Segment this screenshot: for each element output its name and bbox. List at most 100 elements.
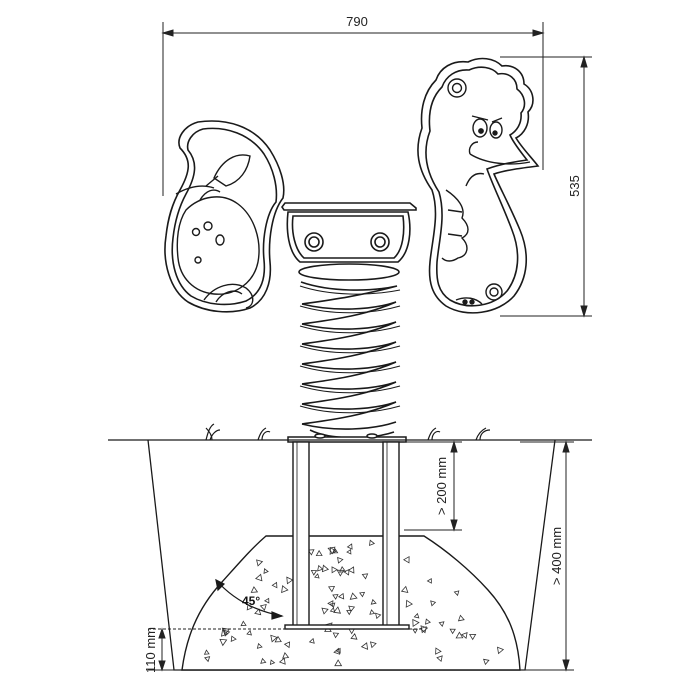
aggregate-stone <box>426 577 432 584</box>
aggregate-stone <box>282 651 290 659</box>
anchor-depth-dimension <box>404 440 462 532</box>
aggregate-stone <box>230 635 237 643</box>
base-thickness-label: 110 mm <box>143 627 158 673</box>
width-label: 790 <box>346 14 368 29</box>
aggregate-stone <box>286 576 294 585</box>
aggregate-stone <box>204 656 211 663</box>
aggregate-stone <box>343 568 350 576</box>
aggregate-stone <box>246 629 252 636</box>
aggregate-stone <box>469 633 477 641</box>
aggregate-stone <box>360 642 369 650</box>
aggregate-stone <box>271 581 278 589</box>
aggregate-stone <box>321 564 330 573</box>
aggregate-stone <box>269 659 276 666</box>
aggregate-stone <box>369 539 376 547</box>
aggregate-stone <box>332 548 339 554</box>
aggregate-stone <box>333 606 342 614</box>
left-seat-panel <box>164 120 285 313</box>
aggregate-stone <box>359 591 366 598</box>
aggregate-stone <box>403 556 410 564</box>
aggregate-stone <box>274 635 282 643</box>
width-dimension <box>161 22 545 196</box>
aggregate-stone <box>335 647 341 654</box>
aggregate-stone <box>346 609 353 616</box>
aggregate-stone <box>336 569 345 577</box>
aggregate-stone <box>278 657 286 665</box>
aggregate-stone <box>453 590 460 597</box>
aggregate-stone <box>361 573 369 580</box>
aggregate-stone <box>338 592 345 600</box>
aggregate-stone <box>329 607 336 613</box>
aggregate-stone <box>259 603 267 611</box>
aggregate-stone <box>449 628 456 635</box>
aggregate-stone <box>308 637 315 644</box>
aggregate-stone <box>256 559 264 567</box>
foundation-depth-dimension <box>520 440 574 672</box>
aggregate-stone <box>346 548 352 555</box>
aggregate-stone <box>256 642 263 649</box>
aggregate-stone <box>327 585 336 593</box>
foundation-depth-label: > 400 mm <box>549 527 564 585</box>
aggregate-stone <box>337 556 344 564</box>
anchor-posts <box>284 441 410 630</box>
aggregate-stone <box>430 600 437 607</box>
aggregate-stone <box>327 600 334 607</box>
aggregate-stone <box>455 631 464 639</box>
anchor-depth-label: > 200 mm <box>434 457 449 515</box>
aggregate-stone <box>321 607 329 615</box>
aggregate-stone <box>254 608 262 616</box>
aggregate-stone <box>329 546 337 555</box>
aggregate-stone <box>250 586 259 593</box>
aggregate-stone <box>270 634 278 643</box>
aggregate-stone <box>255 573 263 582</box>
aggregate-stone <box>375 612 382 620</box>
aggregate-stone <box>461 631 468 639</box>
aggregate-stone <box>369 641 377 649</box>
aggregate-stone <box>347 566 355 574</box>
aggregate-stone <box>457 614 465 622</box>
aggregate-stone <box>436 655 443 663</box>
apple-illustration <box>175 154 260 309</box>
slope-angle-marker <box>215 578 284 620</box>
right-seat-panel <box>417 57 540 314</box>
aggregate-stone <box>315 549 323 557</box>
base-plate <box>287 433 407 443</box>
slope-angle-label: 45° <box>242 594 260 608</box>
aggregate-stone <box>260 657 267 664</box>
height-dimension <box>500 55 592 318</box>
aggregate-stone <box>369 609 376 615</box>
aggregate-stone <box>314 573 320 579</box>
aggregate-stone <box>438 621 445 627</box>
aggregate-stone <box>346 543 353 550</box>
aggregate-stone <box>283 641 291 649</box>
height-label: 535 <box>567 175 582 197</box>
aggregate-stone <box>350 633 358 640</box>
aggregate-stone <box>332 594 339 600</box>
dragon-face <box>441 78 531 305</box>
aggregate-stone <box>370 598 377 605</box>
aggregate-stone <box>203 649 210 655</box>
aggregate-stone <box>240 620 247 627</box>
aggregate-stone <box>482 658 490 666</box>
aggregate-stone <box>413 612 420 619</box>
aggregate-stone <box>332 632 340 639</box>
aggregate-stone <box>317 564 324 572</box>
seat-bracket <box>281 202 417 263</box>
aggregate-stone <box>412 618 420 628</box>
aggregate-stone <box>400 585 409 594</box>
aggregate-stone <box>349 592 358 600</box>
aggregate-stone <box>334 659 343 667</box>
aggregate-stone <box>281 585 289 594</box>
base-thickness-dimension <box>148 627 424 672</box>
aggregate-stone <box>310 569 318 576</box>
aggregate-stone <box>307 549 315 556</box>
aggregate-stone <box>220 628 229 637</box>
aggregate-stone <box>424 618 431 625</box>
aggregate-stone <box>435 647 442 655</box>
aggregate-stone <box>263 568 269 574</box>
coil-spring <box>298 263 401 439</box>
grass-tufts <box>205 423 491 441</box>
aggregate-stone <box>496 646 505 655</box>
aggregate-stone <box>331 566 338 574</box>
